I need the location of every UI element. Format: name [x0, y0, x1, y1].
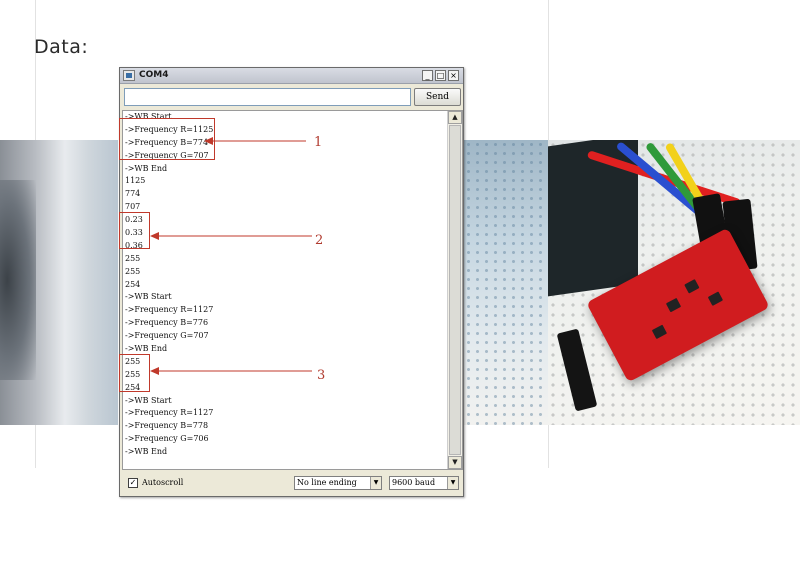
output-line: 255 [125, 356, 141, 366]
scroll-down-icon[interactable]: ▼ [448, 456, 462, 469]
output-line: 255 [125, 266, 141, 276]
send-input[interactable] [124, 88, 411, 106]
line-ending-value: No line ending [297, 478, 357, 487]
output-line: 0.36 [125, 240, 143, 250]
window-title: COM4 [139, 70, 169, 80]
output-line: ->WB End [125, 163, 168, 173]
background-photo-breadboard [464, 140, 548, 425]
autoscroll-checkbox[interactable]: ✓ [128, 478, 138, 488]
output-line: 707 [125, 202, 141, 212]
output-line: 0.23 [125, 215, 143, 225]
baud-select[interactable]: 9600 baud ▼ [389, 476, 459, 490]
callout-number-1: 1 [314, 135, 323, 150]
output-line: ->WB Start [125, 395, 172, 405]
output-line: ->Frequency B=778 [125, 421, 209, 431]
app-icon [123, 70, 135, 81]
output-line: ->Frequency B=774 [125, 137, 209, 147]
output-line: 1125 [125, 176, 146, 186]
send-row: Send [124, 88, 461, 106]
autoscroll-label: Autoscroll [142, 478, 184, 487]
slide-title: Data: [34, 36, 89, 58]
output-line: 774 [125, 189, 141, 199]
status-bar: ✓ Autoscroll No line ending ▼ 9600 baud … [122, 473, 463, 493]
output-line: ->WB End [125, 344, 168, 354]
output-line: ->Frequency G=707 [125, 331, 209, 341]
output-line: 255 [125, 253, 141, 263]
line-ending-select[interactable]: No line ending ▼ [294, 476, 382, 490]
highlight-box-rgb-values [119, 354, 150, 392]
maximize-icon[interactable]: □ [435, 70, 446, 81]
output-line: ->WB Start [125, 292, 172, 302]
dropdown-arrow-icon[interactable]: ▼ [447, 477, 458, 489]
output-line: ->Frequency B=776 [125, 318, 209, 328]
minimize-icon[interactable]: _ [422, 70, 433, 81]
output-line: ->WB Start [125, 112, 172, 121]
scroll-up-icon[interactable]: ▲ [448, 111, 462, 124]
baud-value: 9600 baud [392, 478, 436, 487]
output-line: ->Frequency R=1125 [125, 124, 214, 134]
output-line: ->WB End [125, 447, 168, 457]
sensor-photo [548, 140, 800, 425]
serial-output[interactable]: ->WB Start ->Frequency R=1125 ->Frequency … [122, 110, 463, 470]
close-icon[interactable]: × [448, 70, 459, 81]
scroll-thumb[interactable] [449, 125, 461, 455]
dropdown-arrow-icon[interactable]: ▼ [370, 477, 381, 489]
highlight-box-frequencies [119, 118, 215, 160]
vertical-scrollbar[interactable]: ▲ ▼ [447, 111, 462, 469]
output-line: 255 [125, 369, 141, 379]
output-line: ->Frequency R=1127 [125, 408, 214, 418]
output-line: 254 [125, 279, 141, 289]
background-photo-left [0, 140, 118, 425]
callout-number-3: 3 [317, 368, 326, 383]
output-line: 254 [125, 382, 141, 392]
output-lines: ->WB Start ->Frequency R=1125 ->Frequency … [125, 111, 447, 459]
output-line: ->Frequency R=1127 [125, 305, 214, 315]
serial-monitor-window: COM4 _ □ × Send ->WB Start ->Frequency R=… [119, 67, 464, 497]
highlight-box-ratios [119, 212, 150, 249]
callout-number-2: 2 [315, 233, 324, 248]
title-bar[interactable]: COM4 _ □ × [120, 68, 463, 84]
output-line: ->Frequency G=707 [125, 150, 209, 160]
output-line: 0.33 [125, 228, 143, 238]
output-line: ->Frequency G=706 [125, 434, 209, 444]
send-button[interactable]: Send [414, 88, 461, 106]
